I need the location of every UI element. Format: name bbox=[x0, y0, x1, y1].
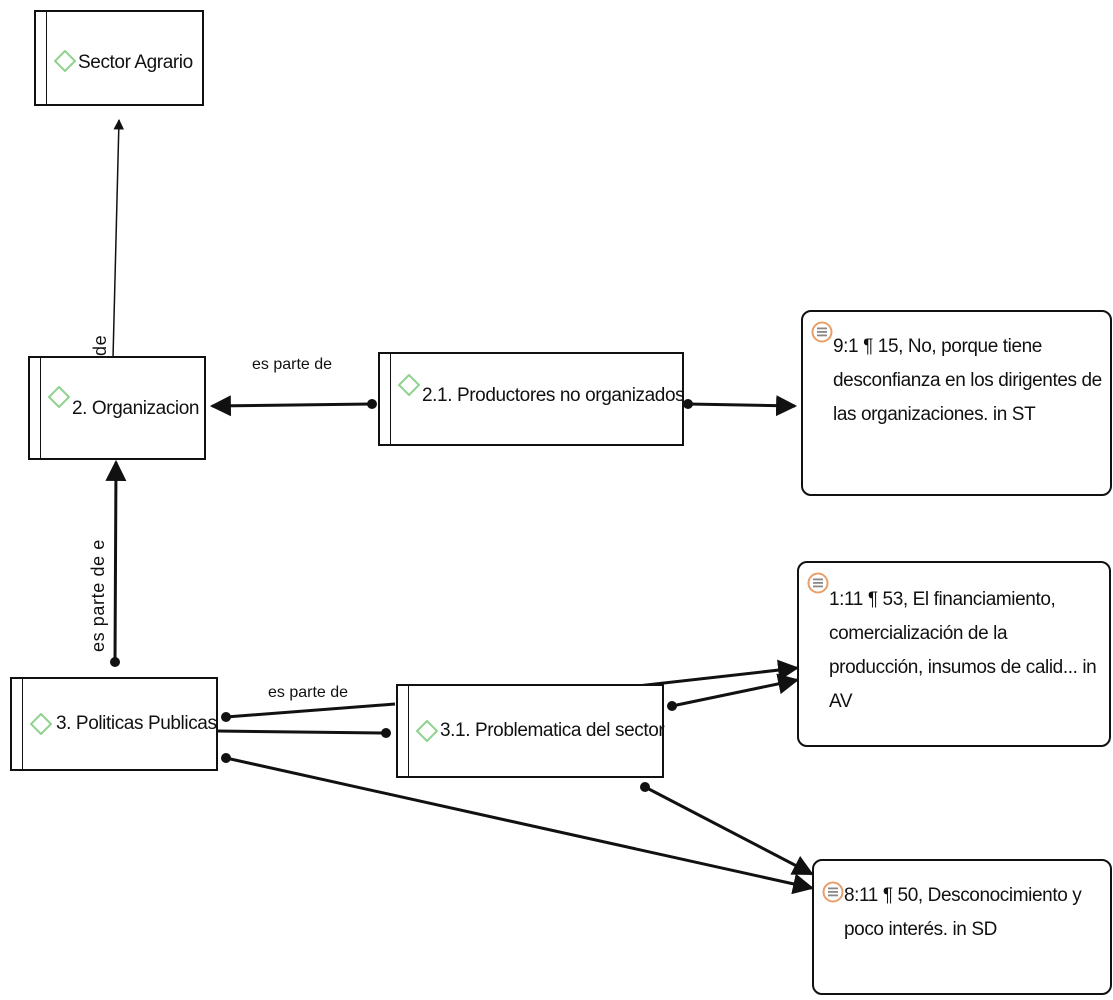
link-pol-to-org[interactable] bbox=[105, 459, 127, 663]
quote-node-2[interactable]: 1:11 ¶ 53, El financiamiento, comerciali… bbox=[797, 561, 1111, 747]
node-bar bbox=[12, 679, 23, 769]
quote-node-3[interactable]: 8:11 ¶ 50, Desconocimiento y poco interé… bbox=[812, 859, 1112, 995]
link-label-top-vertical: de bbox=[90, 334, 110, 356]
diamond-icon bbox=[30, 713, 52, 735]
link-pol-to-prob-dot bbox=[381, 728, 391, 738]
node-productores[interactable]: 2.1. Productores no organizados bbox=[378, 352, 685, 446]
quote-text: 8:11 ¶ 50, Desconocimiento y poco interé… bbox=[844, 885, 1082, 940]
quotation-icon bbox=[822, 881, 844, 903]
node-politicas[interactable]: 3. Politicas Publicas bbox=[10, 677, 218, 771]
node-label: 3.1. Problematica del sector bbox=[440, 720, 665, 741]
diamond-icon bbox=[398, 374, 420, 396]
node-label: Sector Agrario bbox=[78, 52, 193, 73]
link-label-pol-org-vertical: es parte de e bbox=[88, 539, 108, 652]
link-pol-prob-top[interactable] bbox=[225, 702, 396, 719]
quote-text: 1:11 ¶ 53, El financiamiento, comerciali… bbox=[829, 589, 1097, 712]
quote-text: 9:1 ¶ 15, No, porque tiene desconfianza … bbox=[833, 336, 1102, 425]
quote-node-1[interactable]: 9:1 ¶ 15, No, porque tiene desconfianza … bbox=[801, 310, 1112, 496]
diamond-icon bbox=[54, 50, 76, 72]
link-pol-to-quote3-dot bbox=[221, 753, 231, 763]
node-bar bbox=[398, 686, 409, 776]
link-prod-to-org-dot bbox=[367, 399, 377, 409]
link-prob-to-quote2-b[interactable] bbox=[671, 673, 800, 708]
link-pol-prob-top-dot bbox=[221, 712, 231, 722]
link-prod-to-quote1[interactable] bbox=[687, 395, 798, 417]
node-bar bbox=[380, 354, 391, 444]
quotation-icon bbox=[811, 321, 833, 343]
link-prod-to-org[interactable] bbox=[209, 395, 373, 417]
link-label-org-prod: es parte de bbox=[252, 356, 333, 373]
node-label: 2.1. Productores no organizados bbox=[422, 385, 685, 406]
link-prob-to-quote3[interactable] bbox=[644, 785, 814, 876]
link-pol-to-quote3[interactable] bbox=[225, 756, 815, 895]
link-label-pol-prob: es parte de bbox=[268, 684, 349, 701]
node-sector-agrario[interactable]: Sector Agrario bbox=[34, 10, 204, 106]
node-bar bbox=[30, 358, 41, 458]
link-prod-to-quote1-dot bbox=[683, 399, 693, 409]
diamond-icon bbox=[416, 720, 438, 742]
node-problematica[interactable]: 3.1. Problematica del sector bbox=[396, 684, 665, 778]
node-label: 2. Organizacion bbox=[72, 398, 200, 419]
link-pol-to-org-dot bbox=[110, 657, 120, 667]
link-prob-to-quote2-dot bbox=[667, 701, 677, 711]
link-pol-to-prob[interactable] bbox=[216, 729, 386, 735]
link-prob-to-quote3-dot bbox=[640, 782, 650, 792]
node-bar bbox=[36, 12, 47, 104]
link-org-to-sector[interactable] bbox=[112, 118, 125, 359]
quotation-icon bbox=[807, 572, 829, 594]
node-label: 3. Politicas Publicas bbox=[56, 713, 217, 734]
diamond-icon bbox=[48, 386, 70, 408]
node-organizacion[interactable]: 2. Organizacion bbox=[28, 356, 206, 460]
